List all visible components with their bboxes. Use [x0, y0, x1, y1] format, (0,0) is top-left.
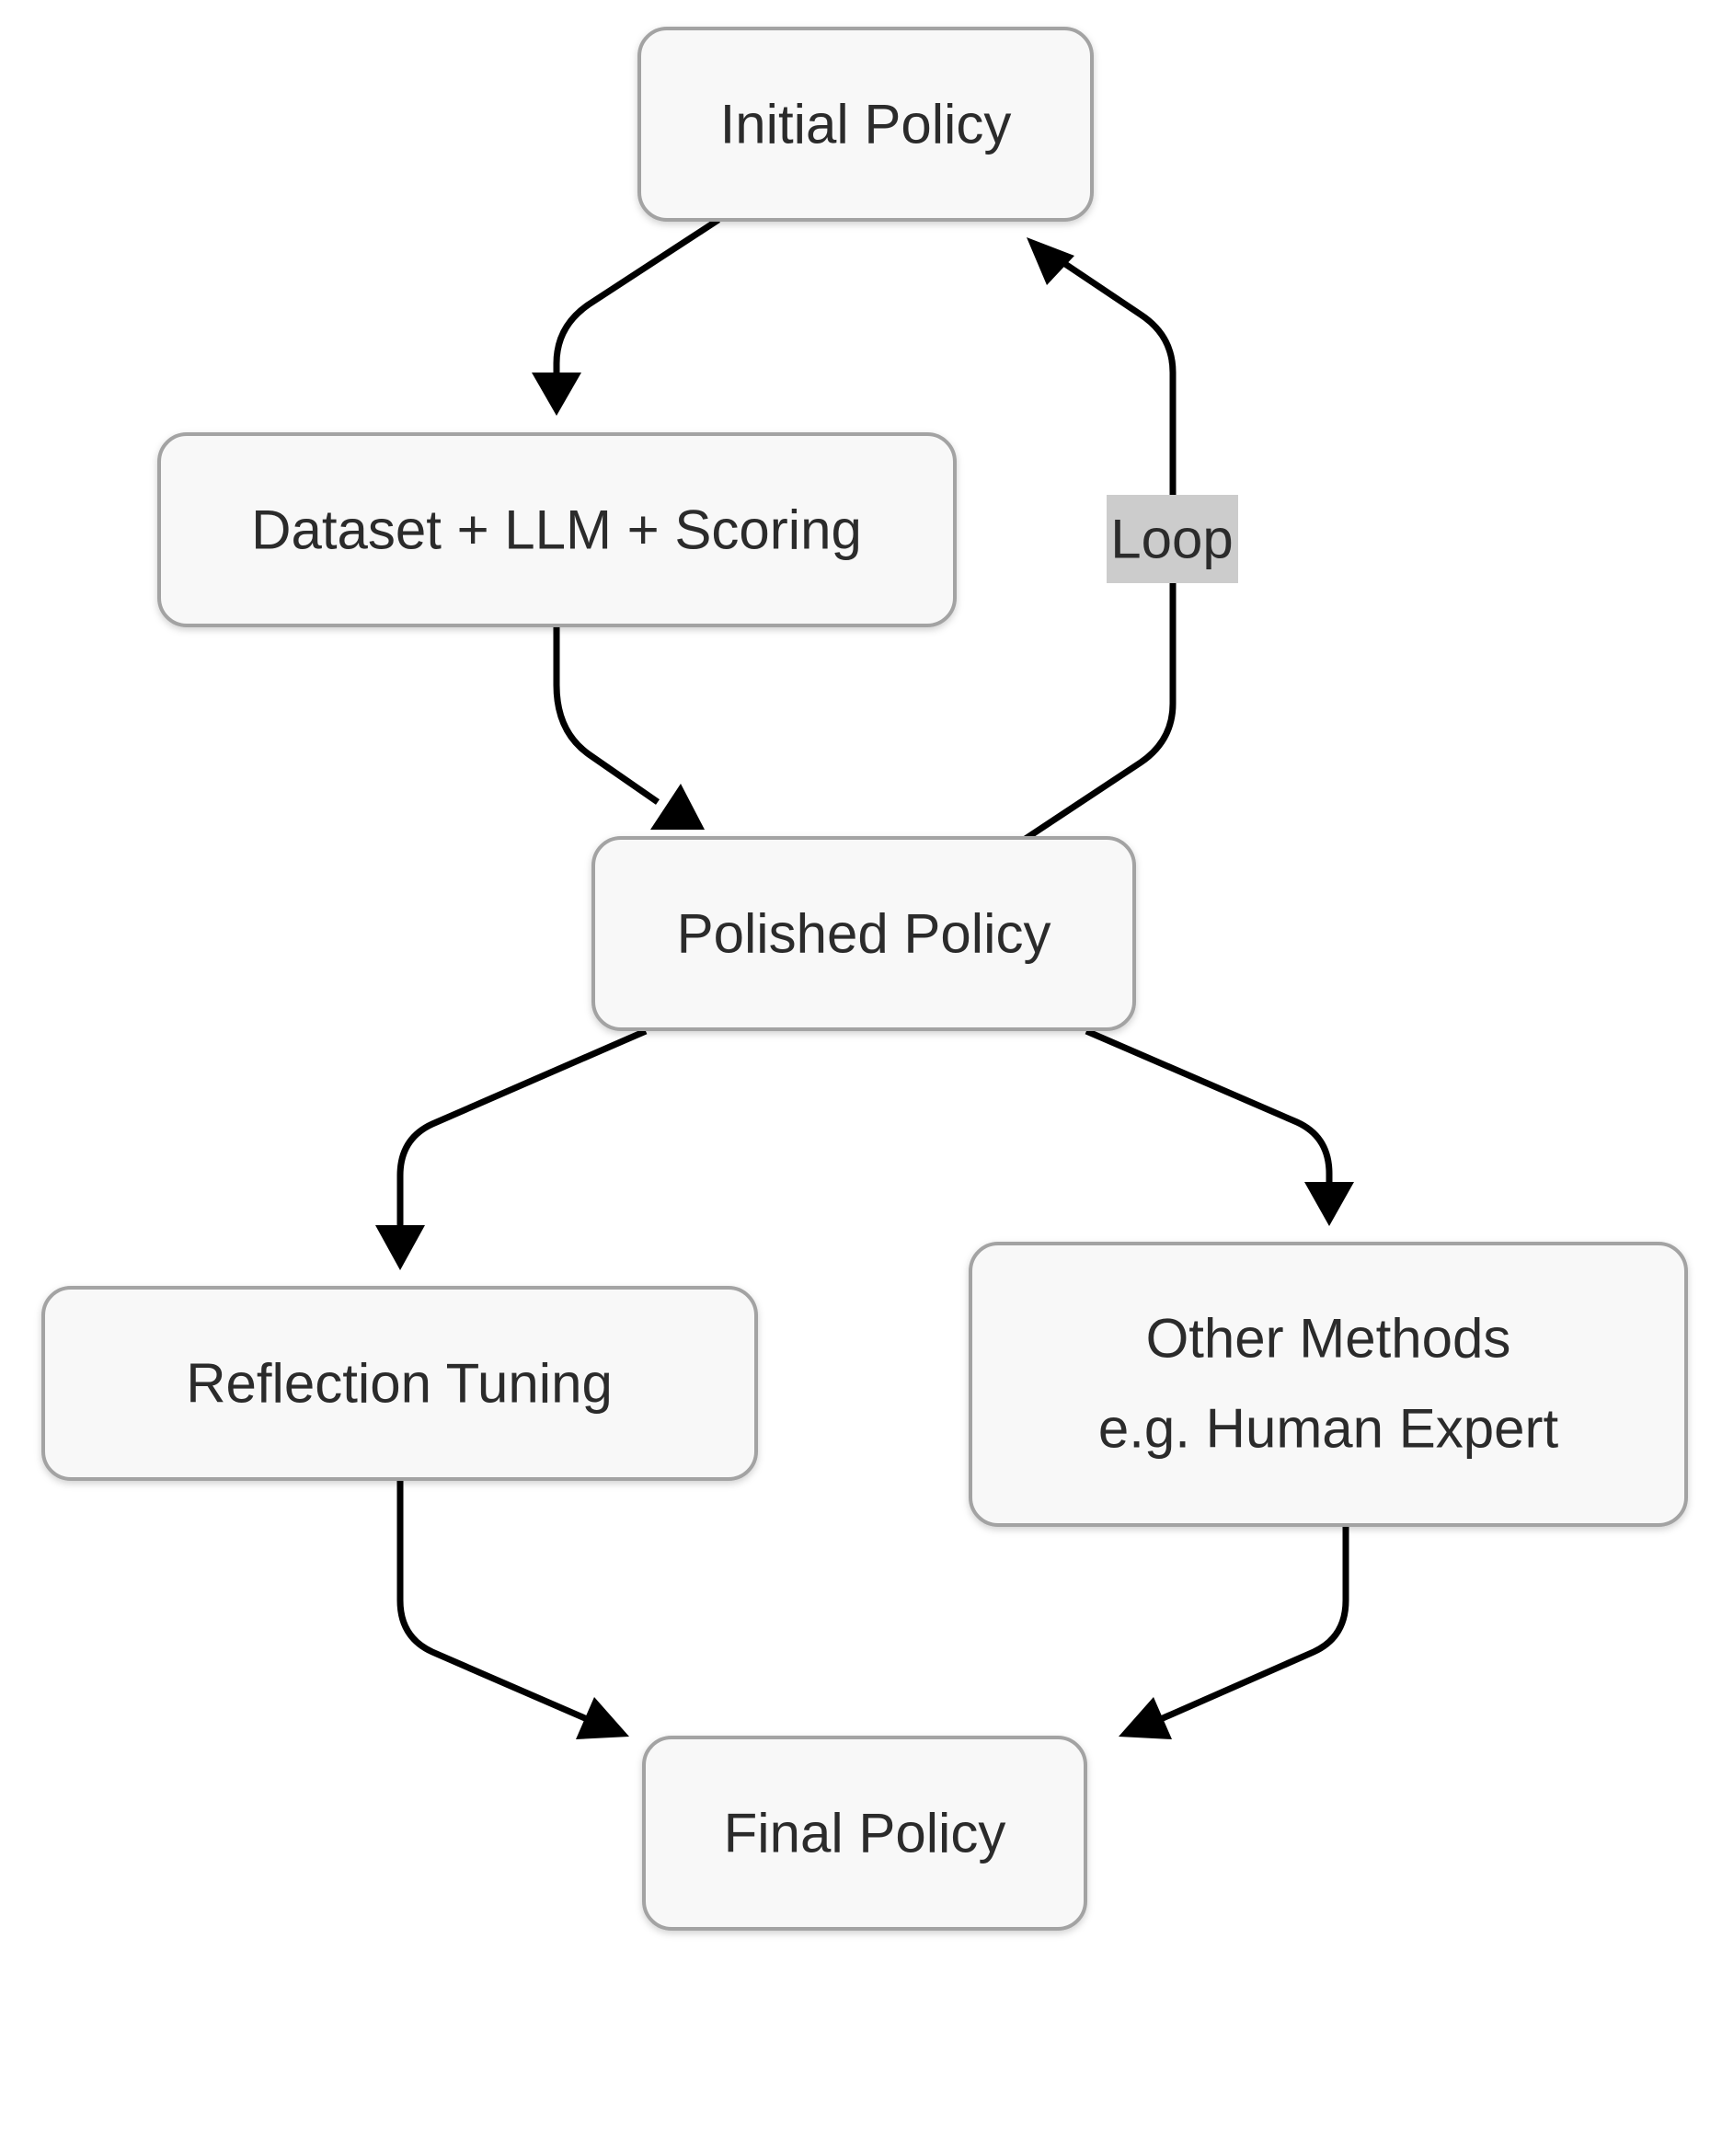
arrowhead-other-to-final: [1119, 1697, 1172, 1739]
node-initial-policy: Initial Policy: [637, 27, 1094, 222]
node-other-methods-line1: Other Methods: [1146, 1308, 1511, 1370]
node-other-methods-line2: e.g. Human Expert: [1098, 1398, 1559, 1460]
node-initial-policy-label: Initial Policy: [720, 94, 1012, 155]
node-polished-policy: Polished Policy: [591, 836, 1136, 1031]
arrowhead-loop: [1027, 237, 1074, 285]
node-reflection-tuning-label: Reflection Tuning: [186, 1353, 613, 1415]
node-dataset-llm-scoring-label: Dataset + LLM + Scoring: [251, 499, 862, 561]
node-other-methods-box: [969, 1242, 1688, 1527]
loop-label-background: [1107, 495, 1238, 583]
edge-other-to-final: [1153, 1525, 1349, 1726]
node-reflection-tuning: Reflection Tuning: [41, 1286, 758, 1481]
loop-label-text: Loop: [1110, 509, 1233, 570]
node-dataset-llm-scoring: Dataset + LLM + Scoring: [157, 432, 957, 627]
node-final-policy-label: Final Policy: [724, 1803, 1006, 1864]
arrowhead-initial-to-dataset: [532, 373, 581, 416]
node-dataset-llm-scoring-box: [157, 432, 957, 627]
node-final-policy: Final Policy: [642, 1736, 1087, 1931]
node-initial-policy-box: [637, 27, 1094, 222]
arrowhead-polished-to-other: [1304, 1182, 1354, 1226]
node-other-methods: Other Methods e.g. Human Expert: [969, 1242, 1688, 1527]
arrowhead-reflection-to-final: [576, 1697, 629, 1739]
node-reflection-tuning-box: [41, 1286, 758, 1481]
node-polished-policy-label: Polished Policy: [677, 903, 1051, 965]
edge-reflection-to-final: [396, 1479, 595, 1726]
node-polished-policy-box: [591, 836, 1136, 1031]
edge-polished-to-other: [1085, 1027, 1333, 1194]
loop-label: Loop: [1107, 495, 1238, 583]
node-final-policy-box: [642, 1736, 1087, 1931]
arrowhead-polished-to-reflection: [375, 1225, 425, 1270]
arrowhead-dataset-to-polished: [650, 784, 705, 830]
edge-initial-to-dataset: [553, 217, 720, 386]
edge-dataset-to-polished: [553, 627, 660, 805]
edge-polished-to-reflection: [396, 1027, 648, 1237]
